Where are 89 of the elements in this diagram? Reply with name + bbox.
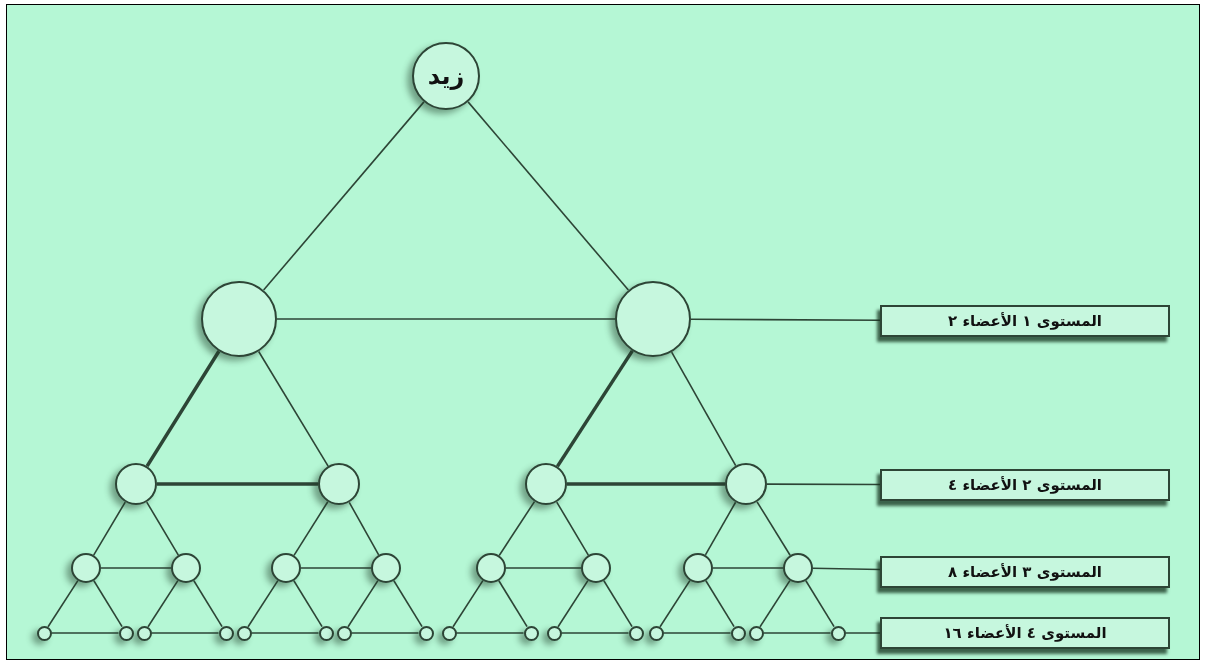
connector-line bbox=[250, 632, 320, 634]
node-label: المستوى ٢ الأعضاء ٤ bbox=[948, 476, 1102, 494]
connector-line bbox=[193, 580, 223, 628]
node-label: زيد bbox=[427, 62, 465, 90]
member-circle bbox=[725, 463, 767, 505]
node-label: المستوى ١ الأعضاء ٢ bbox=[948, 312, 1102, 330]
member-circle bbox=[783, 553, 813, 583]
connector-line bbox=[603, 580, 633, 628]
connector-line bbox=[350, 632, 420, 634]
connector-line bbox=[150, 632, 220, 634]
connector-line bbox=[348, 501, 380, 556]
connector-line bbox=[560, 632, 630, 634]
connector-line bbox=[555, 349, 634, 468]
connector-line bbox=[293, 500, 329, 557]
connector-line bbox=[756, 501, 791, 557]
connector-line bbox=[145, 501, 180, 556]
connector-line bbox=[92, 501, 127, 556]
member-circle bbox=[730, 625, 746, 641]
member-circle bbox=[271, 553, 301, 583]
connector-line bbox=[505, 567, 582, 569]
member-circle bbox=[683, 553, 713, 583]
connector-line bbox=[347, 579, 379, 628]
member-circle bbox=[115, 463, 157, 505]
member-circle bbox=[418, 625, 434, 641]
member-circle bbox=[318, 463, 360, 505]
member-circle bbox=[476, 553, 506, 583]
leader-line bbox=[812, 567, 881, 571]
member-circle bbox=[441, 625, 457, 641]
member-circle bbox=[171, 553, 201, 583]
connector-line bbox=[662, 632, 732, 634]
node-label: المستوى ٣ الأعضاء ٨ bbox=[948, 563, 1102, 581]
connector-line bbox=[293, 580, 323, 628]
connector-line bbox=[157, 482, 318, 486]
connector-line bbox=[247, 579, 279, 628]
connector-line bbox=[759, 579, 791, 628]
connector-line bbox=[557, 579, 589, 628]
member-circle bbox=[748, 625, 764, 641]
leader-line bbox=[766, 483, 881, 486]
member-circle bbox=[546, 625, 562, 641]
member-circle bbox=[218, 625, 234, 641]
member-circle bbox=[336, 625, 352, 641]
connector-line bbox=[276, 318, 616, 320]
member-circle bbox=[581, 553, 611, 583]
connector-line bbox=[93, 580, 123, 628]
connector-line bbox=[467, 101, 630, 291]
connector-line bbox=[452, 579, 484, 628]
connector-line bbox=[705, 580, 735, 628]
node-label: المستوى ٤ الأعضاء ١٦ bbox=[943, 624, 1107, 642]
member-circle bbox=[201, 281, 277, 357]
member-circle bbox=[412, 42, 480, 110]
leader-line bbox=[844, 632, 881, 634]
leader-line bbox=[690, 318, 881, 322]
member-circle bbox=[615, 281, 691, 357]
connector-line bbox=[455, 632, 525, 634]
member-circle bbox=[236, 625, 252, 641]
level-label-box bbox=[880, 556, 1170, 588]
connector-line bbox=[712, 567, 784, 569]
connector-line bbox=[498, 580, 528, 628]
connector-line bbox=[47, 579, 79, 628]
connector-line bbox=[704, 501, 737, 556]
connector-line bbox=[762, 632, 832, 634]
connector-line bbox=[257, 350, 329, 467]
member-circle bbox=[36, 625, 52, 641]
member-circle bbox=[318, 625, 334, 641]
connector-line bbox=[262, 101, 425, 291]
connector-line bbox=[50, 632, 120, 634]
member-circle bbox=[648, 625, 664, 641]
member-circle bbox=[71, 553, 101, 583]
member-circle bbox=[628, 625, 644, 641]
member-circle bbox=[525, 463, 567, 505]
connector-line bbox=[567, 482, 725, 486]
connector-line bbox=[300, 567, 372, 569]
connector-line bbox=[145, 350, 221, 468]
member-circle bbox=[118, 625, 134, 641]
member-circle bbox=[523, 625, 539, 641]
connector-line bbox=[805, 580, 835, 628]
level-label-box bbox=[880, 305, 1170, 337]
connector-line bbox=[498, 500, 536, 557]
connector-line bbox=[147, 579, 179, 628]
connector-line bbox=[659, 579, 691, 628]
member-circle bbox=[136, 625, 152, 641]
level-label-box bbox=[880, 617, 1170, 649]
member-circle bbox=[371, 553, 401, 583]
level-label-box bbox=[880, 469, 1170, 501]
connector-line bbox=[100, 567, 172, 569]
member-circle bbox=[830, 625, 846, 641]
connector-line bbox=[555, 501, 590, 556]
connector-line bbox=[670, 351, 737, 467]
connector-line bbox=[393, 580, 423, 628]
